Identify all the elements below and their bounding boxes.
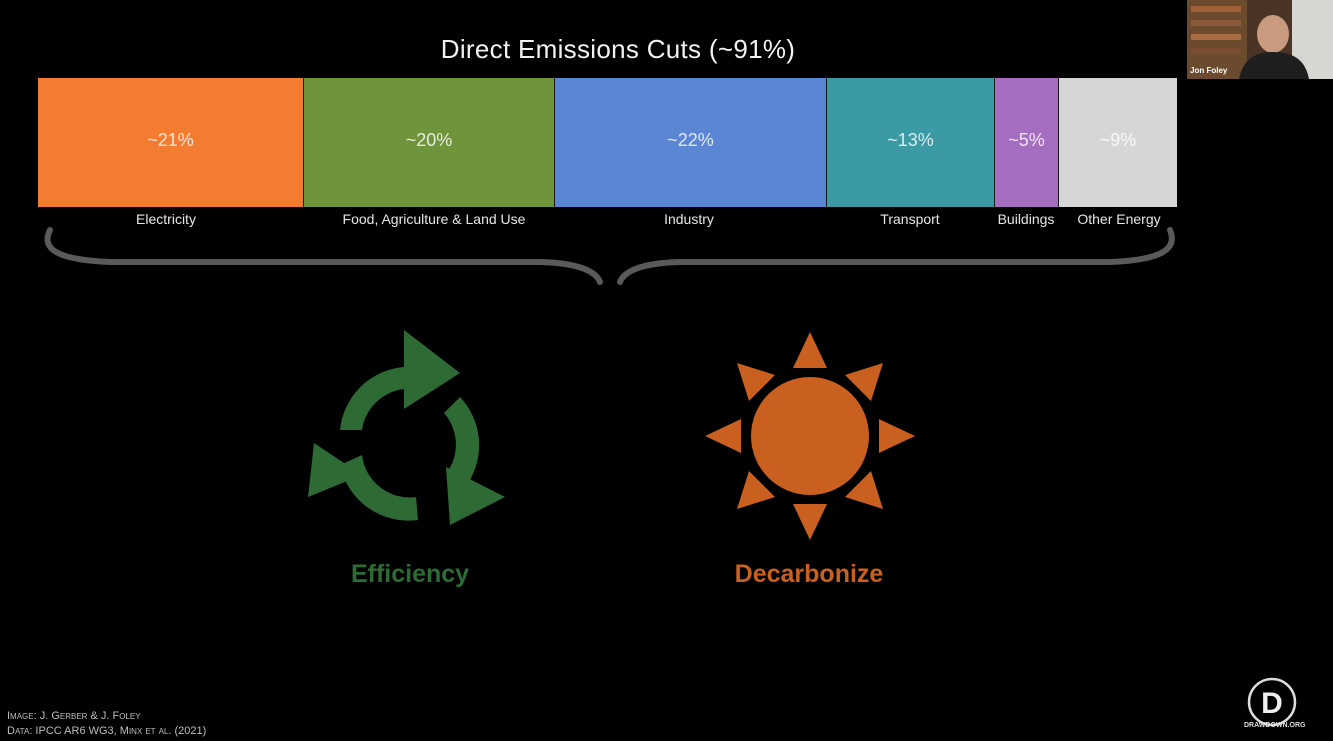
segment-industry: ~22% bbox=[555, 78, 827, 207]
segment-percent: ~5% bbox=[1008, 130, 1045, 150]
logo-letter: D bbox=[1261, 687, 1283, 720]
webcam-thumbnail[interactable]: Jon Foley bbox=[1187, 0, 1333, 79]
label-other-energy: Other Energy bbox=[1077, 211, 1161, 227]
image-credits: Image: J. Gerber & J. Foley Data: IPCC A… bbox=[7, 709, 206, 739]
left-brace bbox=[44, 227, 603, 285]
segment-buildings: ~5% bbox=[995, 78, 1059, 207]
segment-food-agriculture: ~20% bbox=[304, 78, 555, 207]
label-electricity: Electricity bbox=[136, 211, 196, 227]
label-buildings: Buildings bbox=[997, 211, 1055, 227]
right-brace bbox=[617, 227, 1175, 285]
drawdown-logo-icon: D bbox=[1247, 677, 1297, 727]
label-industry: Industry bbox=[664, 211, 714, 227]
brace-connectors bbox=[44, 227, 1175, 285]
participant-name: Jon Foley bbox=[1190, 66, 1228, 75]
sun-icon bbox=[705, 332, 915, 540]
recycle-arrows-icon bbox=[308, 330, 505, 525]
decarbonize-label: Decarbonize bbox=[734, 560, 884, 588]
segment-other-energy: ~9% bbox=[1059, 78, 1177, 207]
segment-transport: ~13% bbox=[827, 78, 995, 207]
data-credit: Data: IPCC AR6 WG3, Minx et al. (2021) bbox=[7, 725, 207, 737]
segment-percent: ~21% bbox=[147, 130, 194, 150]
segment-percent: ~9% bbox=[1099, 130, 1137, 150]
segment-percent: ~20% bbox=[405, 130, 453, 150]
emissions-bar: ~21% ~20% ~22% ~13% ~5% ~9% bbox=[38, 78, 1177, 207]
segment-percent: ~22% bbox=[667, 130, 714, 150]
label-food-agriculture: Food, Agriculture & Land Use bbox=[342, 211, 526, 227]
efficiency-label: Efficiency bbox=[350, 560, 470, 588]
logo-text: DRAWDOWN.ORG bbox=[1244, 722, 1306, 729]
segment-electricity: ~21% bbox=[38, 78, 304, 207]
image-credit: Image: J. Gerber & J. Foley bbox=[7, 710, 141, 722]
webcam-video bbox=[1187, 0, 1333, 79]
segment-percent: ~13% bbox=[887, 130, 934, 150]
slide-title: Direct Emissions Cuts (~91%) bbox=[440, 34, 796, 64]
label-transport: Transport bbox=[880, 211, 940, 227]
